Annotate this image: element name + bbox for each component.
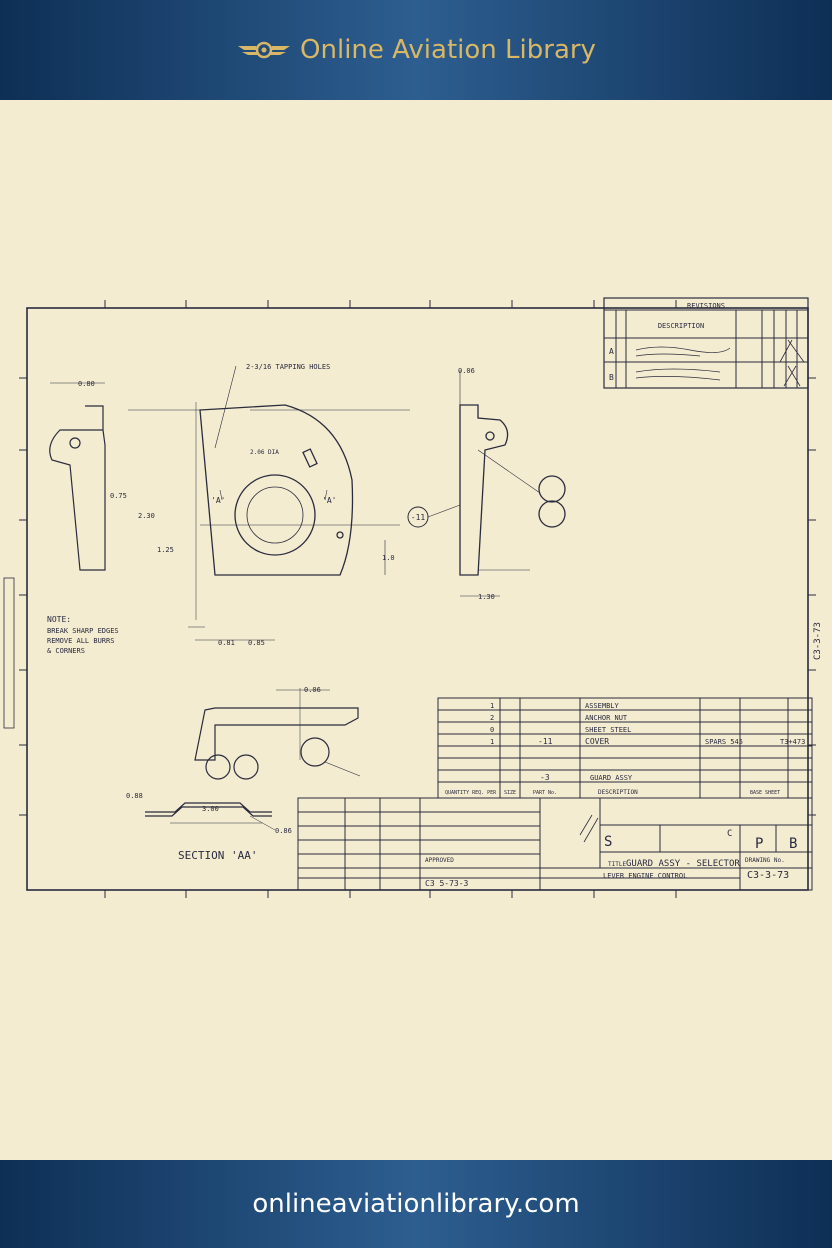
lower-bracket-view xyxy=(194,688,361,780)
site-header: Online Aviation Library xyxy=(0,0,832,100)
approved-label: APPROVED xyxy=(425,857,454,864)
drawing-subtitle: LEVER ENGINE CONTROL xyxy=(603,872,687,880)
right-view xyxy=(459,371,566,597)
item-balloon: -11 xyxy=(407,504,461,528)
dim-086: 0.86 xyxy=(275,827,292,835)
dim-075: 0.75 xyxy=(110,492,127,500)
notes-line-1: BREAK SHARP EDGES xyxy=(47,627,119,635)
brand[interactable]: Online Aviation Library xyxy=(236,35,596,65)
dim-300: 3.00 xyxy=(202,805,219,813)
header-desc: DESCRIPTION xyxy=(598,789,638,796)
header-qty: QUANTITY REQ. PER xyxy=(445,790,497,796)
parts-row2-desc: ANCHOR NUT xyxy=(585,714,628,722)
dim-085: 0.85 xyxy=(248,639,265,647)
balloon-label: -11 xyxy=(411,513,426,522)
section-arrow-a-right: 'A' xyxy=(322,496,336,505)
assembly-row-part: -3 xyxy=(540,773,550,782)
header-stock: BASE SHEET xyxy=(750,790,780,796)
drawing-title: GUARD ASSY - SELECTOR xyxy=(626,859,740,869)
site-footer: onlineaviationlibrary.com xyxy=(0,1160,832,1248)
parts-row3-desc: SHEET STEEL xyxy=(585,726,631,734)
dim-088: 0.88 xyxy=(126,792,143,800)
scale-letter: S xyxy=(604,834,612,850)
header-part: PART No. xyxy=(533,790,557,796)
header-size: SIZE xyxy=(504,790,516,796)
site-title: Online Aviation Library xyxy=(300,35,596,65)
drawing-no-label: DRAWING No. xyxy=(745,857,785,864)
parts-row4-material: SPARS 545 xyxy=(705,738,743,746)
side-drawing-number: C3-3-73 xyxy=(813,622,823,660)
parts-row3-qty: 0 xyxy=(490,726,494,734)
title-label: TITLE xyxy=(608,861,626,868)
rev-letter: B xyxy=(789,836,797,852)
notes-line-2: REMOVE ALL BURRS xyxy=(47,637,114,645)
dim-125: 1.25 xyxy=(157,546,174,554)
size-letter: P xyxy=(755,836,763,852)
dim-006-lower: 0.06 xyxy=(304,686,321,694)
class-letter: C xyxy=(727,829,732,839)
parts-row1-qty: 1 xyxy=(490,702,494,710)
parts-row4-desc: COVER xyxy=(585,737,609,746)
section-label: SECTION 'AA' xyxy=(178,849,257,862)
notes-title: NOTE: xyxy=(47,615,71,624)
dim-10: 1.0 xyxy=(382,554,395,562)
blueprint-paper xyxy=(0,100,832,1160)
dim-081: 0.81 xyxy=(218,639,235,647)
revision-b-letter: B xyxy=(609,373,614,382)
drawing-border xyxy=(26,307,809,891)
section-aa-view xyxy=(145,802,276,831)
engineering-drawing: REVISIONS DESCRIPTION A B 0.80 0.75 2.30… xyxy=(3,297,823,898)
notes-line-3: & CORNERS xyxy=(47,647,85,655)
dim-tapping-holes: 2-3/16 TAPPING HOLES xyxy=(246,363,330,371)
revisions-block: REVISIONS DESCRIPTION A B xyxy=(603,297,809,389)
dim-080: 0.80 xyxy=(78,380,95,388)
part-reference: C3 5-73-3 xyxy=(425,879,469,888)
revisions-title: REVISIONS xyxy=(687,302,725,310)
section-arrow-a-left: 'A' xyxy=(211,496,225,505)
dim-230: 2.30 xyxy=(138,512,155,520)
drawing-number: C3-3-73 xyxy=(747,870,789,881)
parts-row4-spec: T3+473 xyxy=(780,738,805,746)
wings-logo-icon xyxy=(238,41,291,59)
main-plate-view xyxy=(195,365,410,620)
dim-206-dia: 2.06 DIA xyxy=(250,449,279,456)
dim-130: 1.30 xyxy=(478,593,495,601)
left-view xyxy=(49,382,200,571)
parts-row1-desc: ASSEMBLY xyxy=(585,702,620,710)
notes-block: NOTE: BREAK SHARP EDGES REMOVE ALL BURRS… xyxy=(47,615,119,655)
assembly-row-desc: GUARD ASSY xyxy=(590,774,633,782)
footer-url-link[interactable]: onlineaviationlibrary.com xyxy=(252,1189,580,1219)
title-block xyxy=(297,797,813,891)
parts-row4-part: -11 xyxy=(538,737,553,746)
margin-ruler xyxy=(3,577,15,729)
parts-row2-qty: 2 xyxy=(490,714,494,722)
parts-row4-qty: 1 xyxy=(490,738,494,746)
revision-a-letter: A xyxy=(609,347,614,356)
revisions-description-header: DESCRIPTION xyxy=(658,322,704,330)
parts-list xyxy=(437,697,813,799)
dim-006: 0.06 xyxy=(458,367,475,375)
